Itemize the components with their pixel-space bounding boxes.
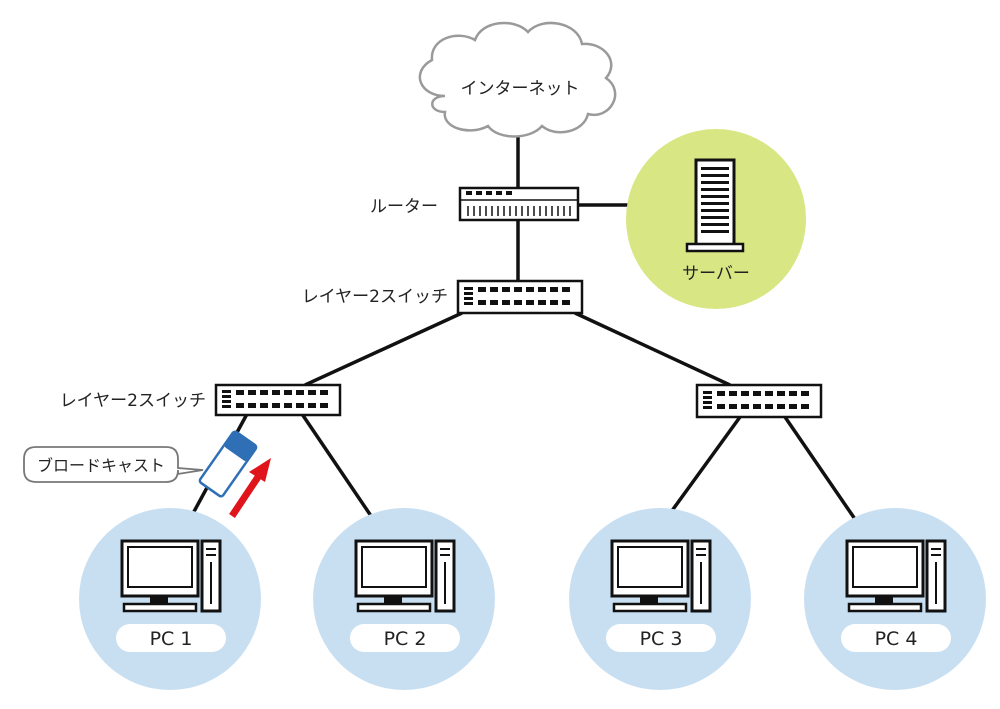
server-label: サーバー bbox=[682, 264, 750, 284]
pc-1: PC 1 bbox=[79, 508, 261, 690]
core-switch: レイヤー2スイッチ bbox=[302, 279, 584, 315]
pc-3: PC 3 bbox=[569, 508, 751, 690]
broadcast-callout: ブロードキャスト bbox=[23, 446, 204, 483]
link-core-rightswitch bbox=[574, 311, 731, 387]
link-core-leftswitch bbox=[304, 311, 463, 387]
pc-1-label: PC 1 bbox=[150, 628, 193, 650]
pc-2-circle bbox=[313, 508, 495, 690]
router-label: ルーター bbox=[370, 197, 438, 217]
broadcast-packet bbox=[198, 430, 258, 498]
left-switch-label: レイヤー2スイッチ bbox=[60, 391, 206, 411]
pc-4: PC 4 bbox=[804, 508, 986, 690]
broadcast-direction-arrow bbox=[229, 458, 271, 518]
broadcast-label: ブロードキャスト bbox=[37, 456, 165, 475]
pc-3-circle bbox=[569, 508, 751, 690]
left-switch: レイヤー2スイッチ bbox=[60, 383, 342, 417]
right-switch bbox=[695, 383, 823, 419]
internet-cloud: インターネット bbox=[418, 21, 617, 138]
pc-1-circle bbox=[79, 508, 261, 690]
pc-2-label: PC 2 bbox=[384, 628, 427, 650]
core-switch-label: レイヤー2スイッチ bbox=[302, 287, 448, 307]
pc-3-label: PC 3 bbox=[640, 628, 683, 650]
pc-4-circle bbox=[804, 508, 986, 690]
router: ルーター bbox=[370, 186, 580, 222]
server: サーバー bbox=[626, 129, 806, 309]
internet-label: インターネット bbox=[461, 79, 580, 99]
pc-2: PC 2 bbox=[313, 508, 495, 690]
pc-4-label: PC 4 bbox=[875, 628, 918, 650]
